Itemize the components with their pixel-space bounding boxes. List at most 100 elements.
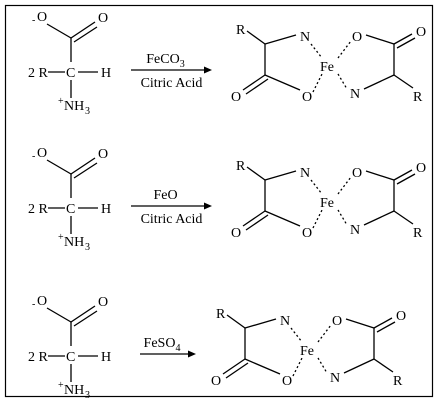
product-carbonyl-oxygen-left: O bbox=[231, 226, 241, 241]
reagent-label: FeSO4 bbox=[144, 336, 181, 354]
fe-n2-coordination bbox=[317, 357, 328, 374]
c2-carbonyl-bond-a bbox=[373, 317, 393, 329]
carbonyl-bond-a bbox=[70, 157, 96, 175]
reaction-arrow-head bbox=[204, 202, 212, 210]
ca1-to-n1-bond bbox=[244, 318, 277, 329]
c1-carbonyl-bond-b bbox=[225, 362, 249, 379]
r1-bond bbox=[246, 30, 266, 45]
product-carbonyl-oxygen-right: O bbox=[396, 309, 406, 324]
product-carbonyl-oxygen-right: O bbox=[416, 161, 426, 176]
n1-fe-coordination bbox=[310, 43, 323, 59]
c1-carbonyl-bond-a bbox=[242, 210, 266, 227]
amine-positive-charge: + bbox=[58, 232, 64, 243]
carboxylate-oxygen-label: O bbox=[37, 146, 47, 161]
product-nitrogen-right: N bbox=[330, 371, 340, 386]
figure-border bbox=[4, 4, 434, 398]
oxygen-negative-charge: - bbox=[32, 15, 35, 26]
c1-to-o2-bond bbox=[264, 210, 301, 227]
n1-fe-coordination bbox=[290, 327, 303, 343]
r2-bond bbox=[393, 210, 414, 225]
iron-center-label: Fe bbox=[300, 344, 314, 359]
product-oxygen-right: O bbox=[332, 314, 342, 329]
carbonyl-oxygen-label: O bbox=[98, 11, 108, 26]
product-r-group-left: R bbox=[236, 159, 246, 174]
product-r-group-left: R bbox=[216, 307, 226, 322]
oxygen-negative-charge: - bbox=[32, 151, 35, 162]
r1-bond bbox=[246, 166, 266, 181]
product-nitrogen-left: N bbox=[300, 30, 310, 45]
iron-center-label: Fe bbox=[320, 60, 334, 75]
carboxyl-single-bond bbox=[46, 23, 72, 39]
amine-label: NH bbox=[64, 235, 84, 250]
ca2-to-n2-bond bbox=[363, 74, 395, 90]
reaction-arrow-group: FeSO4 bbox=[140, 336, 196, 358]
carbonyl-oxygen-label: O bbox=[98, 147, 108, 162]
ca2-to-n2-bond bbox=[363, 210, 395, 226]
c1-to-o2-bond bbox=[244, 358, 281, 375]
ca1-to-n1-bond bbox=[264, 34, 297, 45]
o3-to-c2-bond bbox=[365, 170, 395, 181]
reagent-subscript: 4 bbox=[175, 343, 180, 354]
product-carbonyl-oxygen-left: O bbox=[211, 374, 221, 389]
reagent-formula: FeO bbox=[153, 188, 177, 203]
product-nitrogen-left: N bbox=[280, 314, 290, 329]
product-r-group-right: R bbox=[413, 90, 423, 105]
amine-label: NH bbox=[64, 383, 84, 398]
amine-positive-charge: + bbox=[58, 96, 64, 107]
hydrogen-label: H bbox=[101, 66, 111, 81]
c2-carbonyl-bond-b bbox=[376, 321, 396, 333]
carbonyl-bond-b bbox=[73, 26, 98, 43]
o2-fe-coordination bbox=[292, 357, 303, 377]
product-nitrogen-right: N bbox=[350, 223, 360, 238]
hydrogen-label: H bbox=[101, 202, 111, 217]
c1-carbonyl-bond-b bbox=[245, 214, 269, 231]
alpha-carbon-label: C bbox=[66, 350, 75, 365]
ca2-to-n2-bond bbox=[343, 358, 375, 374]
amine-subscript: 3 bbox=[85, 242, 90, 253]
carbonyl-bond-a bbox=[70, 305, 96, 323]
c2-carbonyl-bond-b bbox=[396, 37, 416, 49]
c2-carbonyl-bond-b bbox=[396, 173, 416, 185]
product-r-group-right: R bbox=[393, 374, 403, 389]
carbonyl-bond-b bbox=[73, 162, 98, 179]
hydrogen-label: H bbox=[101, 350, 111, 365]
carboxylate-oxygen-label: O bbox=[37, 10, 47, 25]
carbonyl-bond-a bbox=[70, 21, 96, 39]
carboxyl-single-bond bbox=[46, 307, 72, 323]
reagent-formula: FeSO bbox=[144, 336, 176, 351]
stoichiometric-coefficient-label: 2 R bbox=[28, 66, 49, 81]
product-oxygen-left: O bbox=[282, 374, 292, 389]
fe-o3-coordination bbox=[337, 40, 352, 59]
r2-bond bbox=[393, 74, 414, 89]
product-oxygen-left: O bbox=[302, 226, 312, 241]
o3-to-c2-bond bbox=[365, 34, 395, 45]
catalyst-label: Citric Acid bbox=[141, 76, 203, 91]
fe-o3-coordination bbox=[317, 324, 332, 343]
product-nitrogen-left: N bbox=[300, 166, 310, 181]
carbonyl-oxygen-label: O bbox=[98, 295, 108, 310]
fe-n2-coordination bbox=[337, 73, 348, 90]
fe-n2-coordination bbox=[337, 209, 348, 226]
stoichiometric-coefficient-label: 2 R bbox=[28, 202, 49, 217]
oxygen-negative-charge: - bbox=[32, 299, 35, 310]
c1-carbonyl-bond-b bbox=[245, 78, 269, 95]
product-nitrogen-right: N bbox=[350, 87, 360, 102]
product-carbonyl-oxygen-right: O bbox=[416, 25, 426, 40]
iron-center-label: Fe bbox=[320, 196, 334, 211]
c1-to-o2-bond bbox=[264, 74, 301, 91]
product-oxygen-right: O bbox=[352, 30, 362, 45]
c2-carbonyl-bond-a bbox=[393, 169, 413, 181]
fe-o3-coordination bbox=[337, 176, 352, 195]
